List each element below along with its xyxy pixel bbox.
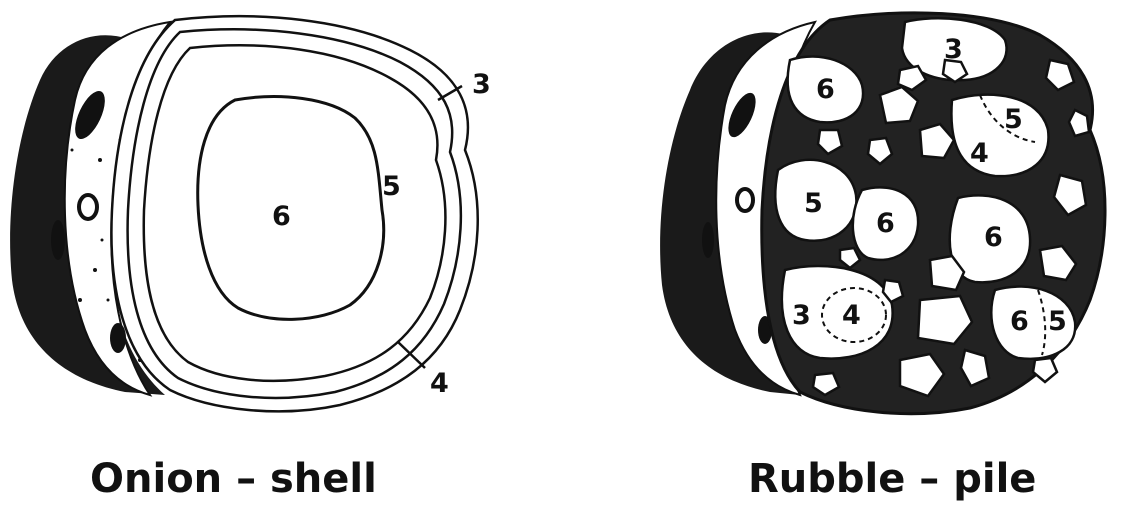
fragment-label: 4 [842,300,861,331]
rubble-pile-model: 3 6 5 4 5 6 6 3 4 6 5 [660,13,1105,414]
fragment-label: 5 [1048,306,1067,337]
fragment-label: 5 [1004,104,1023,135]
label-layer-3: 3 [472,69,491,100]
crater [51,220,65,260]
crater [702,222,714,258]
fragment [951,95,1048,177]
label-layer-4: 4 [430,368,449,399]
caption-onion-shell: Onion – shell [90,456,377,502]
onion-shell-model: 3 4 5 6 [10,16,491,411]
crater [737,189,753,211]
fragment-label: 6 [876,208,895,239]
fragment-label: 4 [970,138,989,169]
fragment-label: 3 [792,300,811,331]
fragment-label: 6 [816,74,835,105]
fragment-label: 6 [984,222,1003,253]
label-layer-5: 5 [382,171,401,202]
crater [110,323,126,353]
fragment-label: 3 [944,34,963,65]
fragment-label: 6 [1010,306,1029,337]
crater [79,195,97,219]
fragment-label: 5 [804,188,823,219]
caption-rubble-pile: Rubble – pile [748,456,1036,502]
label-core-6: 6 [272,201,291,232]
